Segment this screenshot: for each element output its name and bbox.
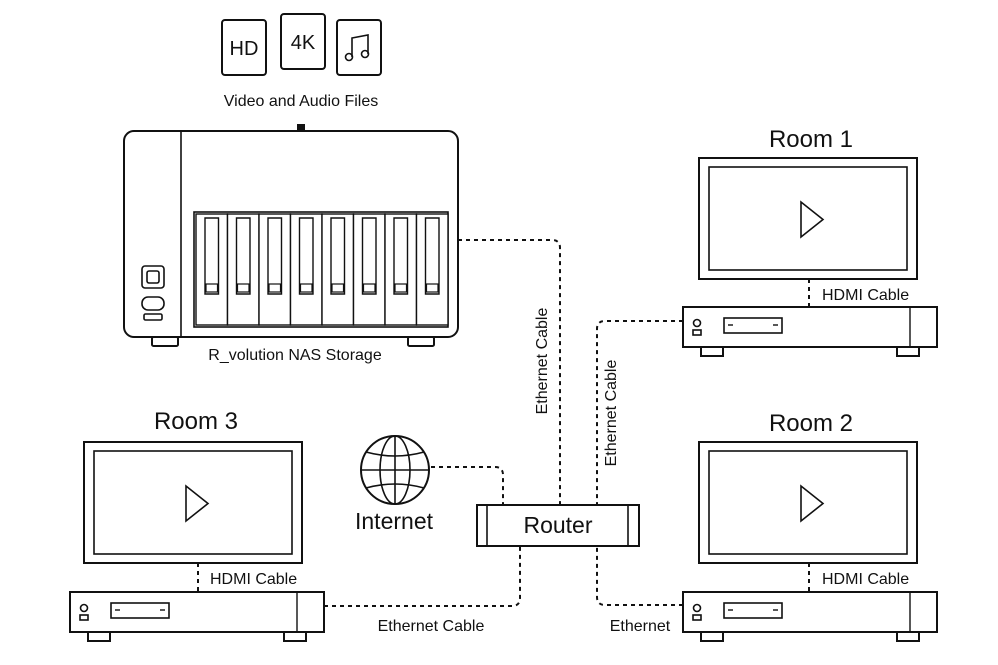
music-note-icon — [336, 19, 382, 76]
nas-drive-bay — [226, 213, 260, 326]
nas-label: R_volution NAS Storage — [208, 347, 382, 364]
svg-text:4K: 4K — [291, 32, 316, 54]
room1-router-cable — [596, 320, 683, 505]
nas-cable-label: Ethernet Cable — [534, 308, 551, 415]
room2-router-cable — [596, 546, 683, 606]
nas-drive-bays — [195, 213, 449, 326]
nas-drive-bay — [415, 213, 449, 326]
room3-player — [69, 591, 325, 642]
room1-hdmi-label: HDMI Cable — [822, 287, 909, 304]
hd-icon: HD — [221, 19, 267, 76]
room2-player — [682, 591, 938, 642]
media-caption: Video and Audio Files — [224, 93, 378, 110]
room2: Room 2 HDMI Cable — [682, 410, 938, 642]
nas-drive-bay — [352, 213, 386, 326]
room3-hdmi-label: HDMI Cable — [210, 571, 297, 588]
room1-player — [682, 306, 938, 357]
play-icon — [800, 200, 825, 239]
room2-tv — [698, 441, 918, 564]
cables: Ethernet Cable Ethernet Cable Ethernet C… — [324, 239, 683, 635]
room1-tv — [698, 157, 918, 280]
nas-drive-bay — [321, 213, 355, 326]
play-icon — [800, 484, 825, 523]
room2-hdmi-label: HDMI Cable — [822, 571, 909, 588]
room2-title: Room 2 — [769, 410, 853, 437]
nas-storage: R_volution NAS Storage — [123, 130, 459, 364]
router-label: Router — [523, 512, 592, 538]
room3-title: Room 3 — [154, 408, 238, 435]
room1-cable-label: Ethernet Cable — [603, 360, 620, 467]
room3-cable-label: Ethernet Cable — [378, 618, 485, 635]
nas-drive-bay — [258, 213, 292, 326]
svg-text:HD: HD — [230, 38, 259, 60]
room3: Room 3 HDMI Cable — [69, 408, 325, 642]
play-icon — [185, 484, 210, 523]
nas-drive-bay — [195, 213, 229, 326]
internet-router-cable — [431, 466, 504, 505]
4k-icon: 4K — [280, 13, 326, 70]
nas-drive-bay — [289, 213, 323, 326]
nas-router-cable — [458, 239, 561, 505]
room3-router-cable — [324, 546, 521, 607]
media-icons: HD 4K Video and Audio Files — [221, 13, 382, 163]
room3-tv — [83, 441, 303, 564]
room1-title: Room 1 — [769, 126, 853, 153]
router: Router — [476, 504, 640, 547]
nas-drive-bay — [384, 213, 418, 326]
room2-cable-label: Ethernet — [610, 618, 671, 635]
internet-label: Internet — [355, 508, 434, 534]
room1: Room 1 HDMI Cable — [682, 126, 938, 357]
internet-globe-icon — [360, 435, 430, 505]
